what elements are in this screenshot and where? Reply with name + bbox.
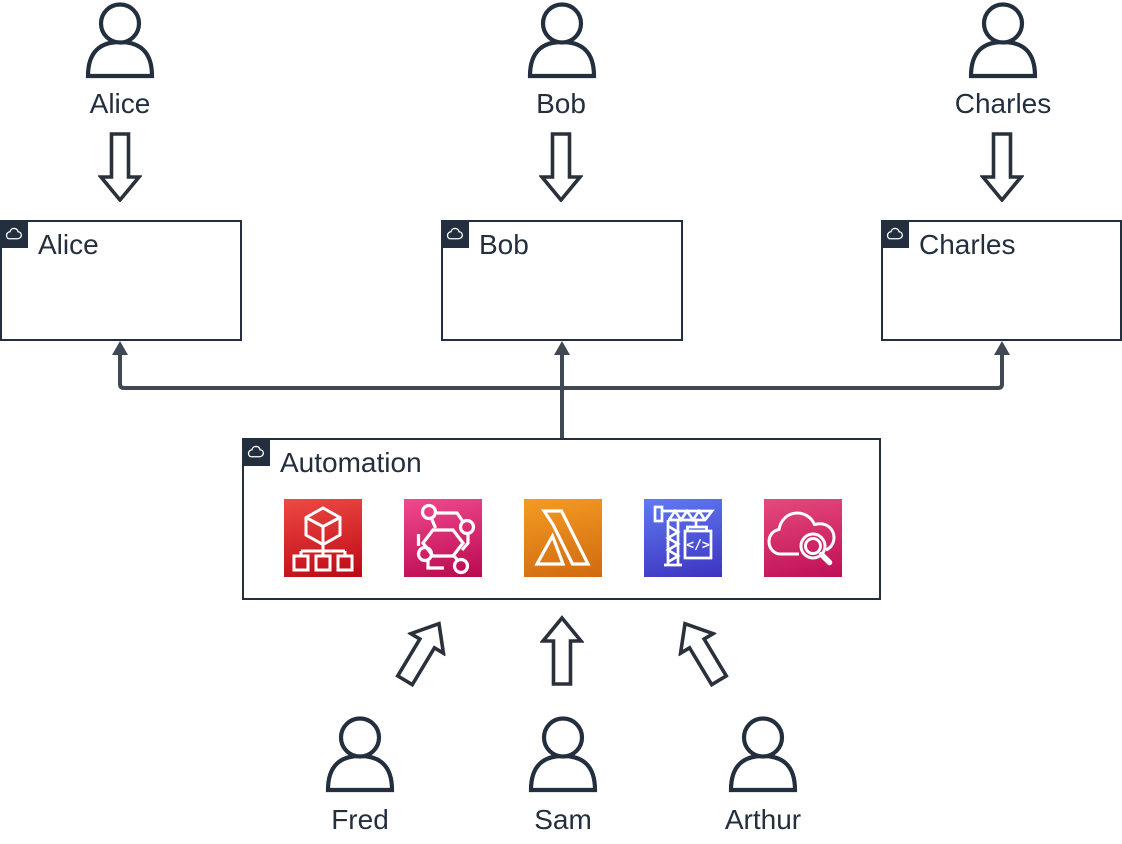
cloud-magnifier-icon <box>764 499 842 577</box>
automation-label: Automation <box>280 447 422 478</box>
code-brackets-glyph: </> <box>686 538 710 553</box>
user-icon-bob <box>526 2 598 80</box>
down-arrow-icon <box>981 132 1023 202</box>
user-icon-fred <box>324 716 396 794</box>
down-arrow-icon <box>540 132 582 202</box>
up-arrow-icon <box>541 616 583 686</box>
user-name: Bob <box>536 88 586 119</box>
account-label: Charles <box>919 229 1016 260</box>
account-label: Bob <box>479 229 529 260</box>
user-icon-alice <box>84 2 156 80</box>
cloud-badge-icon <box>881 220 909 248</box>
up-arrow-icon <box>386 612 458 692</box>
user-name: Charles <box>954 88 1052 119</box>
user-name: Sam <box>534 804 592 835</box>
user-icon-arthur <box>727 716 799 794</box>
cloud-badge-icon <box>441 220 469 248</box>
cube-hierarchy-icon <box>284 499 362 577</box>
user-name: Fred <box>331 804 389 835</box>
account-label: Alice <box>38 229 99 260</box>
account-box-alice: Alice <box>0 220 242 341</box>
crane-code-container-icon: </> <box>644 499 722 577</box>
automation-box: Automation <box>242 438 881 600</box>
user-name: Alice <box>89 88 151 119</box>
cloud-badge-icon <box>242 438 270 466</box>
down-arrow-icon <box>99 132 141 202</box>
user-name: Arthur <box>724 804 802 835</box>
account-box-bob: Bob <box>441 220 683 341</box>
account-box-charles: Charles <box>881 220 1122 341</box>
hexagon-network-icon <box>404 499 482 577</box>
lambda-icon <box>524 499 602 577</box>
cloud-badge-icon <box>0 220 28 248</box>
up-arrow-icon <box>666 612 738 692</box>
user-icon-charles <box>967 2 1039 80</box>
user-icon-sam <box>527 716 599 794</box>
